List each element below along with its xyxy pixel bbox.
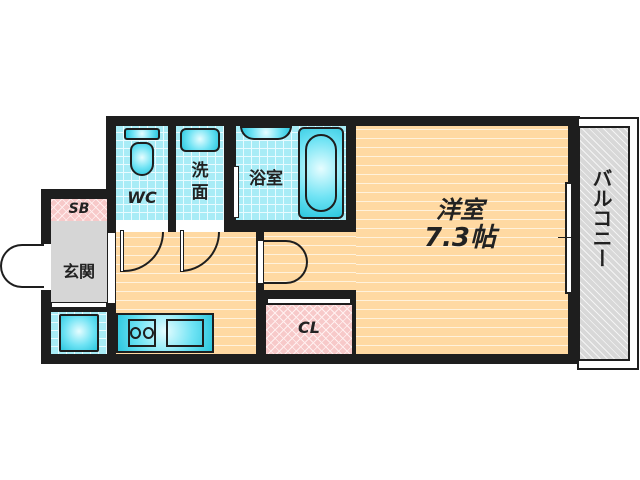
balcony-window[interactable] — [565, 182, 573, 294]
washroom-label-line2: 面 — [191, 183, 209, 203]
washroom-door-frame — [176, 220, 224, 232]
bathroom-label: 浴室 — [249, 169, 283, 189]
toilet-tank-icon — [124, 128, 160, 140]
shoe-box-label: SB — [68, 201, 90, 217]
bathroom-door[interactable] — [233, 166, 239, 218]
washbasin-icon — [180, 128, 220, 152]
entrance-label: 玄関 — [62, 262, 95, 281]
western-room-label: 洋室 7.3帖 — [390, 196, 530, 252]
washroom-door-leaf — [180, 230, 184, 272]
closet-doors[interactable] — [266, 297, 352, 305]
shoe-box-floor — [51, 199, 107, 221]
entrance-floor — [51, 221, 107, 304]
kitchen-sink-icon — [166, 319, 204, 347]
closet-label: CL — [298, 318, 320, 337]
washroom-label-line1: 洗 — [191, 161, 209, 181]
western-room-name: 洋室 — [436, 196, 484, 224]
room-door[interactable] — [264, 240, 308, 284]
toilet-door-leaf — [120, 230, 124, 272]
washing-machine-icon — [59, 314, 99, 352]
toilet-door-frame — [116, 220, 168, 232]
toilet-floor — [116, 126, 168, 220]
toilet-bowl-icon — [130, 142, 154, 176]
burner-icon — [130, 327, 141, 339]
washroom-label: 洗 面 — [176, 160, 224, 204]
wall-hall-room — [256, 232, 264, 354]
hall-threshold — [107, 232, 116, 304]
stove-icon — [128, 319, 156, 347]
room-door-leaf — [257, 240, 264, 284]
entrance-step — [51, 302, 107, 308]
front-door[interactable] — [0, 244, 44, 288]
bathroom-sink-icon — [240, 126, 292, 140]
front-door-gap — [41, 244, 51, 290]
western-room-floor — [356, 126, 568, 354]
closet-floor — [266, 304, 352, 354]
burner-icon — [143, 327, 154, 339]
western-room-size: 7.3帖 — [423, 223, 497, 253]
window-center-line — [558, 237, 588, 238]
toilet-label: WC — [127, 188, 157, 207]
balcony-floor — [578, 126, 630, 361]
bathtub-inner — [305, 134, 337, 212]
balcony-label: バルコニー — [589, 168, 613, 268]
